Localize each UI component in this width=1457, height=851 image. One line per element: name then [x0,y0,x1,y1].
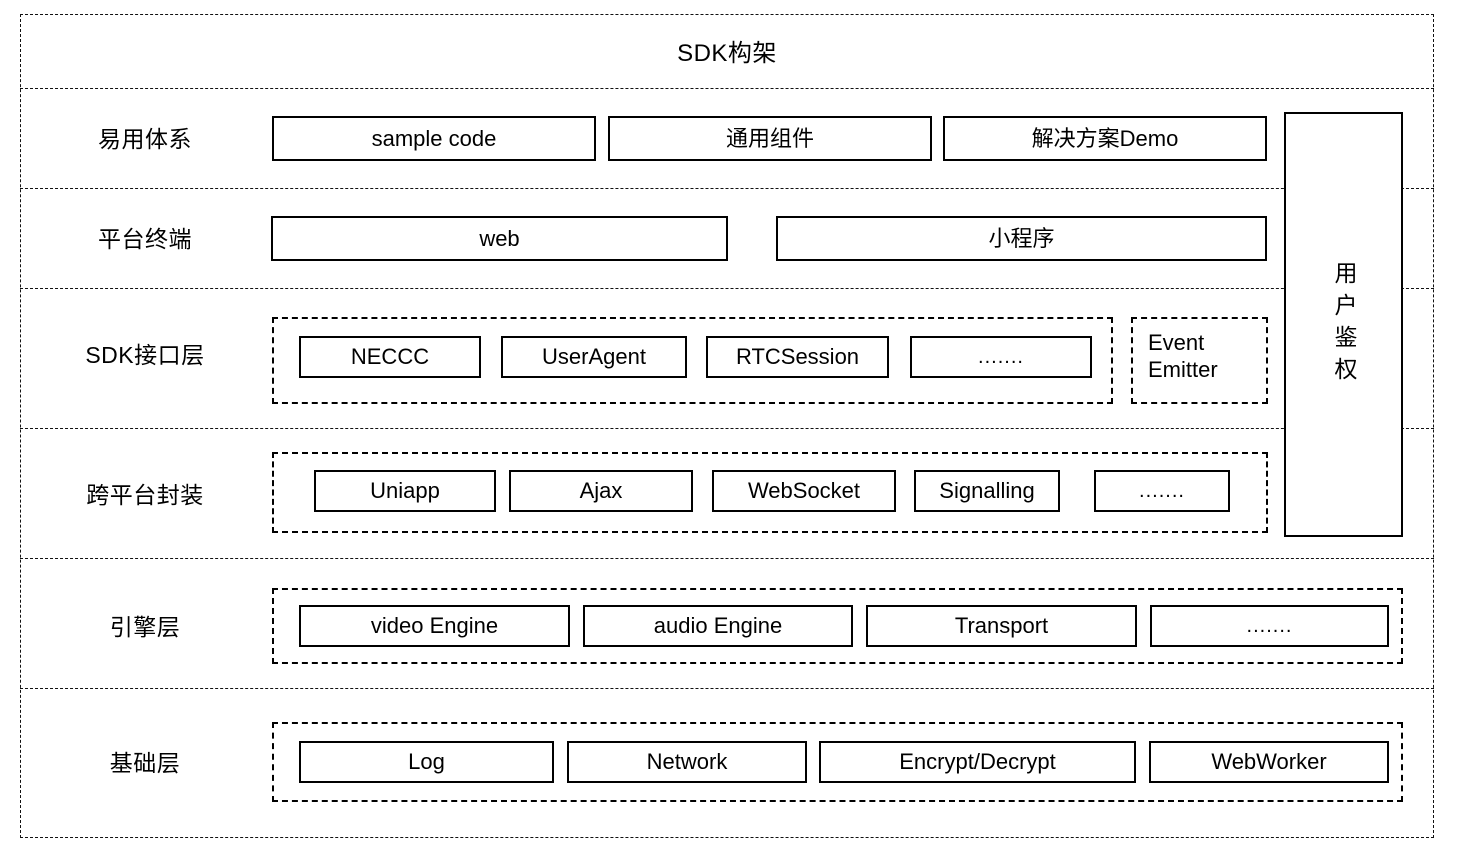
row-separator-5 [20,558,1434,559]
group-event-emitter[interactable] [1131,317,1268,404]
row-label-sdk-interface: SDK接口层 [85,342,205,368]
box-sample-code[interactable]: sample code [272,116,596,161]
box-webworker[interactable]: WebWorker [1149,741,1389,783]
row-separator-2 [20,188,1434,189]
box-websocket[interactable]: WebSocket [712,470,896,512]
row-label-engine: 引擎层 [109,614,181,640]
box-neccc[interactable]: NECCC [299,336,481,378]
box-rtcsession[interactable]: RTCSession [706,336,889,378]
box-ajax[interactable]: Ajax [509,470,693,512]
box-event-emitter-label: Event Emitter [1148,330,1218,382]
box-signalling[interactable]: Signalling [914,470,1060,512]
box-solution-demo[interactable]: 解决方案Demo [943,116,1267,161]
diagram-outer-frame [20,14,1434,838]
box-common-components[interactable]: 通用组件 [608,116,932,161]
row-separator-6 [20,688,1434,689]
box-cross-platform-more[interactable]: ....... [1094,470,1230,512]
row-separator-4 [20,428,1434,429]
row-label-foundation: 基础层 [109,750,181,776]
box-uniapp[interactable]: Uniapp [314,470,496,512]
box-network[interactable]: Network [567,741,807,783]
box-web[interactable]: web [271,216,728,261]
row-label-cross-platform: 跨平台封装 [86,482,204,508]
box-log[interactable]: Log [299,741,554,783]
row-label-platform-terminal: 平台终端 [98,226,192,252]
box-miniprogram[interactable]: 小程序 [776,216,1267,261]
diagram-title: SDK构架 [677,40,777,67]
box-sdk-interface-more[interactable]: ....... [910,336,1092,378]
row-separator-1 [20,88,1434,89]
box-encrypt-decrypt[interactable]: Encrypt/Decrypt [819,741,1136,783]
group-foundation [272,722,1403,802]
box-user-authentication-label: 用户鉴权 [1331,260,1357,389]
group-engine [272,588,1403,664]
box-user-authentication[interactable]: 用户鉴权 [1284,112,1403,537]
row-separator-3 [20,288,1434,289]
group-cross-platform [272,452,1268,533]
box-video-engine[interactable]: video Engine [299,605,570,647]
box-audio-engine[interactable]: audio Engine [583,605,853,647]
row-label-usability: 易用体系 [98,126,192,152]
box-engine-more[interactable]: ....... [1150,605,1389,647]
box-useragent[interactable]: UserAgent [501,336,687,378]
group-sdk-interface [272,317,1113,404]
box-transport[interactable]: Transport [866,605,1137,647]
